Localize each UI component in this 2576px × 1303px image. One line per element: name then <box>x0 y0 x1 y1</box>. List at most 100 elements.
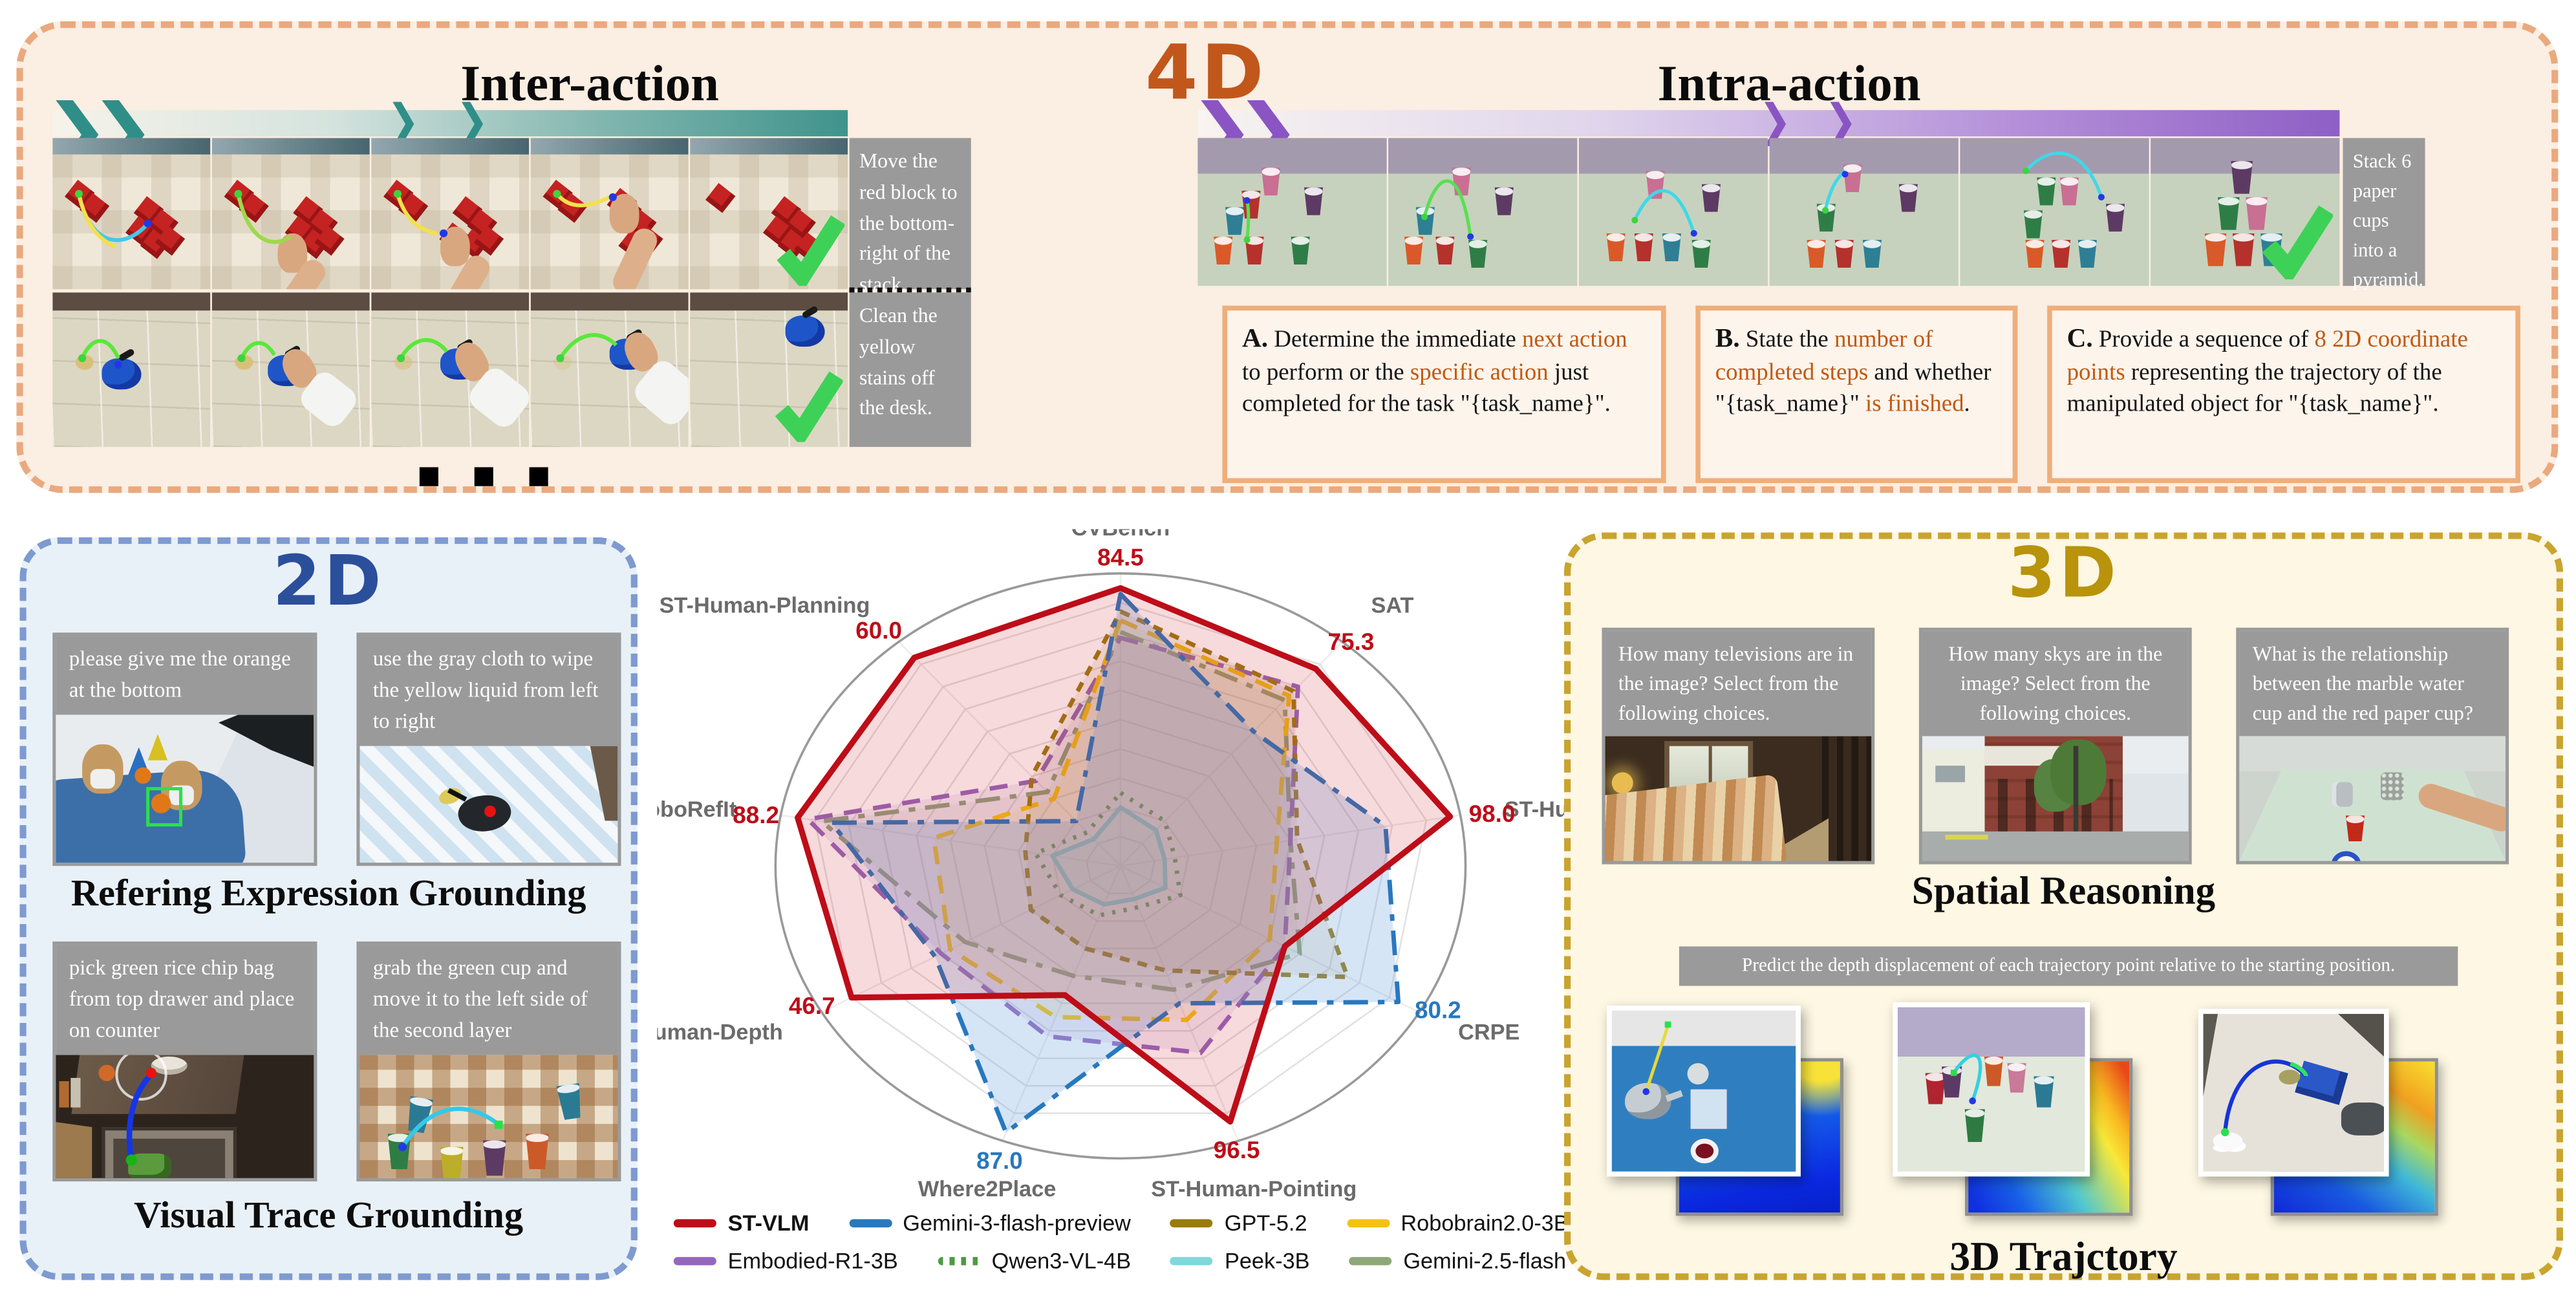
legend-item: Gemini-3-flash-preview <box>848 1211 1131 1236</box>
table-edge <box>590 745 618 821</box>
cups-scene <box>360 1054 618 1178</box>
radar-value-label: 75.3 <box>1328 629 1375 655</box>
marble-cup <box>2380 773 2404 801</box>
paper-cup <box>1898 184 1918 212</box>
legend-label: ST-VLM <box>727 1211 810 1236</box>
paper-cup <box>2025 239 2045 268</box>
text-segment: next action <box>1521 327 1627 354</box>
orange-fruit <box>151 793 171 813</box>
paper-cup <box>1662 233 1682 262</box>
paper-cup <box>2218 197 2240 230</box>
paper-cup <box>1691 239 1711 268</box>
text-segment: and whether "{task_name}" <box>1715 359 1991 418</box>
video-frame <box>52 292 211 447</box>
trajectory-icon <box>78 339 123 369</box>
radar-series-Qwen3-VL-4B <box>1033 790 1183 918</box>
trajectory-icon <box>398 1106 503 1151</box>
orange-fruit <box>98 1064 115 1081</box>
paper-cup <box>2007 1063 2026 1093</box>
panel-4d: 4D Inter-action <box>16 21 2559 493</box>
paper-cup <box>1241 190 1261 219</box>
tree <box>2050 740 2107 806</box>
text-segment: is finished <box>1865 391 1964 418</box>
paper-cup <box>1984 1056 2004 1086</box>
text-segment: B. <box>1715 323 1740 354</box>
video-frame <box>211 138 370 290</box>
rgb-image-kettle <box>1607 1006 1801 1177</box>
group-title-trajectory: 3D Trajctory <box>1949 1235 2178 1280</box>
drawer-scene <box>56 1054 314 1178</box>
prompt-box-b: B. State the number of completed steps a… <box>1695 305 2018 484</box>
paper-cup <box>1304 187 1324 215</box>
radar-axis-label: RoboRefIt <box>657 797 736 822</box>
trajectory-icon <box>556 333 618 363</box>
radar-value-label: 84.5 <box>1097 544 1144 570</box>
legend-item: Embodied-R1-3B <box>673 1249 898 1273</box>
intra-action-strip <box>1197 138 2340 286</box>
example-photo-spatial-1: How many televisions are in the image? S… <box>1602 627 1875 865</box>
legend-swatch-icon <box>673 1256 716 1265</box>
panel-3d: 3D How many televisions are in the image… <box>1564 532 2563 1280</box>
red-paper-cup <box>2345 815 2365 842</box>
text-segment: to perform or the <box>1241 359 1410 386</box>
prompt-text: C. Provide a sequence of 8 2D coordinate… <box>2067 320 2501 422</box>
utility-pole <box>2073 746 2079 835</box>
example-photo-spatial-3: What is the relationship between the mar… <box>2236 627 2509 865</box>
radar-axis-label: CVBench <box>1071 529 1170 541</box>
photo-caption: grab the green cup and move it to the le… <box>360 945 618 1055</box>
text-segment: representing the trajectory of the manip… <box>2066 359 2442 418</box>
bowl <box>151 1055 188 1074</box>
radar-series-Gemini-2.5-flash <box>819 629 1302 992</box>
trajectory-icon <box>2220 1059 2308 1137</box>
paper-cup <box>2059 177 2079 206</box>
chair-silhouette <box>218 714 314 767</box>
divider <box>849 287 971 293</box>
paper-cup <box>2106 204 2125 232</box>
inter-action-title: Inter-action <box>460 54 720 112</box>
photo-caption: What is the relationship between the mar… <box>2239 630 2506 737</box>
legend-swatch-icon <box>848 1219 892 1228</box>
radar-axis-label: ST-Human-Depth <box>657 1020 782 1044</box>
paper-cup <box>1468 239 1488 268</box>
paper-cup <box>482 1139 506 1176</box>
intra-action-title: Intra-action <box>1657 54 1921 112</box>
dim-label-3d: 3D <box>2007 532 2120 613</box>
text-segment: just completed for the task "{task_name}… <box>1241 359 1611 418</box>
ellipsis: ■ ■ ■ <box>417 460 562 490</box>
timeline-bar-intra <box>1197 110 2340 136</box>
legend-label: GPT-5.2 <box>1224 1211 1307 1236</box>
radar-value-label: 80.2 <box>1415 997 1461 1024</box>
radar-axis-label: Where2Place <box>918 1177 1057 1201</box>
blue-cloth <box>785 315 825 347</box>
paper-cup <box>1225 207 1245 235</box>
legend-label: Qwen3-VL-4B <box>991 1249 1132 1274</box>
prompt-box-a: A. Determine the immediate next action t… <box>1222 305 1666 484</box>
paper-cup <box>1606 233 1626 262</box>
photo-caption: How many skys are in the image? Select f… <box>1922 630 2189 737</box>
road <box>1922 831 2189 861</box>
paper-cup <box>1843 164 1862 193</box>
prompt-text: B. State the number of completed steps a… <box>1715 320 1998 422</box>
paper-cup <box>2037 177 2056 206</box>
bounding-box <box>146 786 183 826</box>
orange-fruit <box>134 766 151 784</box>
paper-cup <box>1634 233 1653 262</box>
paper-cup <box>1834 239 1854 268</box>
video-frame <box>2151 138 2340 286</box>
paper-cup <box>2034 1076 2054 1108</box>
task-caption: Clean the yellow stains off the desk. <box>849 292 971 447</box>
rgb-image-sponge <box>2198 1009 2389 1177</box>
panel-2d: 2D please give me the orange at the bott… <box>19 537 638 1280</box>
video-frame <box>1578 138 1768 286</box>
photo-caption: use the gray cloth to wipe the yellow li… <box>360 636 618 746</box>
text-segment: number of completed steps <box>1715 327 1933 386</box>
paper-cup <box>1862 239 1882 268</box>
table-cups-scene <box>2239 737 2506 861</box>
example-photo-referring-1: please give me the orange at the bottom <box>52 632 317 867</box>
bottle <box>59 1080 69 1107</box>
teddy-scene <box>56 714 314 863</box>
measuring-cup <box>1690 1089 1727 1129</box>
legend-swatch-icon <box>673 1219 716 1228</box>
